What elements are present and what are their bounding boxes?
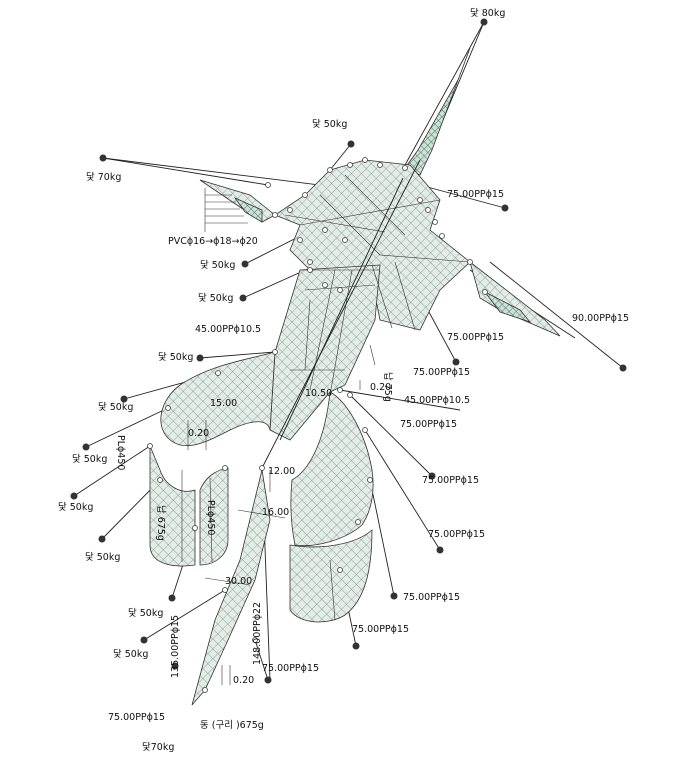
label-anchor-50-i: 닻 50kg bbox=[113, 648, 148, 660]
labels: 닻 80kg 닻 50kg 닻 70kg PVCϕ16→ϕ18→ϕ20 닻 50… bbox=[58, 7, 629, 753]
label-rope-75-r6: 75.00PPϕ15 bbox=[352, 624, 409, 635]
label-rope-75-top: 75.00PPϕ15 bbox=[447, 189, 504, 200]
net-right-bag bbox=[289, 529, 373, 623]
label-rope-75-r5: 75.00PPϕ15 bbox=[403, 592, 460, 603]
pvc-hangers bbox=[204, 188, 248, 232]
label-anchor-50-d: 닻 50kg bbox=[98, 401, 133, 413]
label-rope-90: 90.00PPϕ15 bbox=[572, 313, 629, 324]
label-dim-020-b: 0.20 bbox=[188, 428, 209, 439]
label-anchor-50-top: 닻 50kg bbox=[312, 118, 347, 130]
main-rope bbox=[261, 159, 421, 469]
net-right-lobe bbox=[290, 391, 374, 546]
label-rope-75-r3: 75.00PPϕ15 bbox=[422, 475, 479, 486]
label-rope-75-mid: 75.00PPϕ15 bbox=[447, 332, 504, 343]
label-rope-75-bottom: 75.00PPϕ15 bbox=[262, 663, 319, 674]
floats bbox=[147, 157, 488, 693]
label-rope-75-left: 75.00PPϕ15 bbox=[108, 712, 165, 723]
dimension-arrows bbox=[187, 344, 376, 685]
label-rope-75-r4: 75.00PPϕ15 bbox=[428, 529, 485, 540]
label-dim-1050: 10.50 bbox=[305, 388, 332, 399]
label-dim-020-c: 0.20 bbox=[233, 675, 254, 686]
net-right-wing-tip bbox=[484, 291, 532, 323]
net-left-bag-inner bbox=[199, 467, 229, 566]
label-dim-3000: 30.00 bbox=[225, 576, 252, 587]
net-mid-body bbox=[269, 264, 381, 441]
label-rope-4500-a: 45.00PPϕ10.5 bbox=[195, 324, 261, 335]
net-right-wing bbox=[469, 260, 561, 337]
label-anchor-50-e: 닻 50kg bbox=[72, 453, 107, 465]
label-rope-135: 135.00PPϕ15 bbox=[170, 615, 181, 678]
label-anchor-70-bottom: 닻70kg bbox=[142, 741, 174, 753]
seam-lines bbox=[181, 174, 471, 621]
label-rope-75-r1: 75.00PPϕ15 bbox=[413, 367, 470, 378]
label-pl450-a: PLϕ450 bbox=[115, 435, 126, 470]
label-pvc: PVCϕ16→ϕ18→ϕ20 bbox=[168, 236, 258, 247]
net-panels bbox=[149, 47, 561, 706]
anchor-dots bbox=[70, 18, 627, 684]
net-left-wing-tip bbox=[233, 197, 263, 223]
label-anchor-50-a: 닻 50kg bbox=[200, 259, 235, 271]
net-leader-top bbox=[404, 47, 471, 176]
label-anchor-50-h: 닻 50kg bbox=[128, 607, 163, 619]
label-weight-675: 납 675g bbox=[155, 505, 166, 541]
label-anchor-top: 닻 80kg bbox=[470, 7, 505, 19]
label-pl450-b: PLϕ450 bbox=[205, 500, 216, 535]
anchor-80kg-dot bbox=[480, 18, 488, 26]
net-left-lobe bbox=[160, 351, 276, 447]
label-anchor-50-f: 닻 50kg bbox=[58, 501, 93, 513]
label-rope-148: 148.00PPϕ22 bbox=[252, 602, 263, 665]
label-rope-75-r2: 75.00PPϕ15 bbox=[400, 419, 457, 430]
label-rope-4500-b: 45.00PPϕ10.5 bbox=[404, 395, 470, 406]
label-dim-1500: 15.00 bbox=[210, 398, 237, 409]
secondary-rope bbox=[279, 177, 404, 441]
label-dim-1600: 16.00 bbox=[262, 507, 289, 518]
net-left-bag bbox=[149, 445, 196, 567]
label-weight-75: 납 75g bbox=[382, 372, 393, 402]
label-anchor-50-b: 닻 50kg bbox=[198, 292, 233, 304]
label-dim-020-a: 0.20 bbox=[370, 382, 391, 393]
label-anchor-70-left: 닻 70kg bbox=[86, 171, 121, 183]
label-copper: 동 (구리 )675g bbox=[200, 720, 264, 731]
label-anchor-50-c: 닻 50kg bbox=[158, 351, 193, 363]
label-anchor-50-g: 닻 50kg bbox=[85, 551, 120, 563]
label-dim-1200: 12.00 bbox=[268, 466, 295, 477]
